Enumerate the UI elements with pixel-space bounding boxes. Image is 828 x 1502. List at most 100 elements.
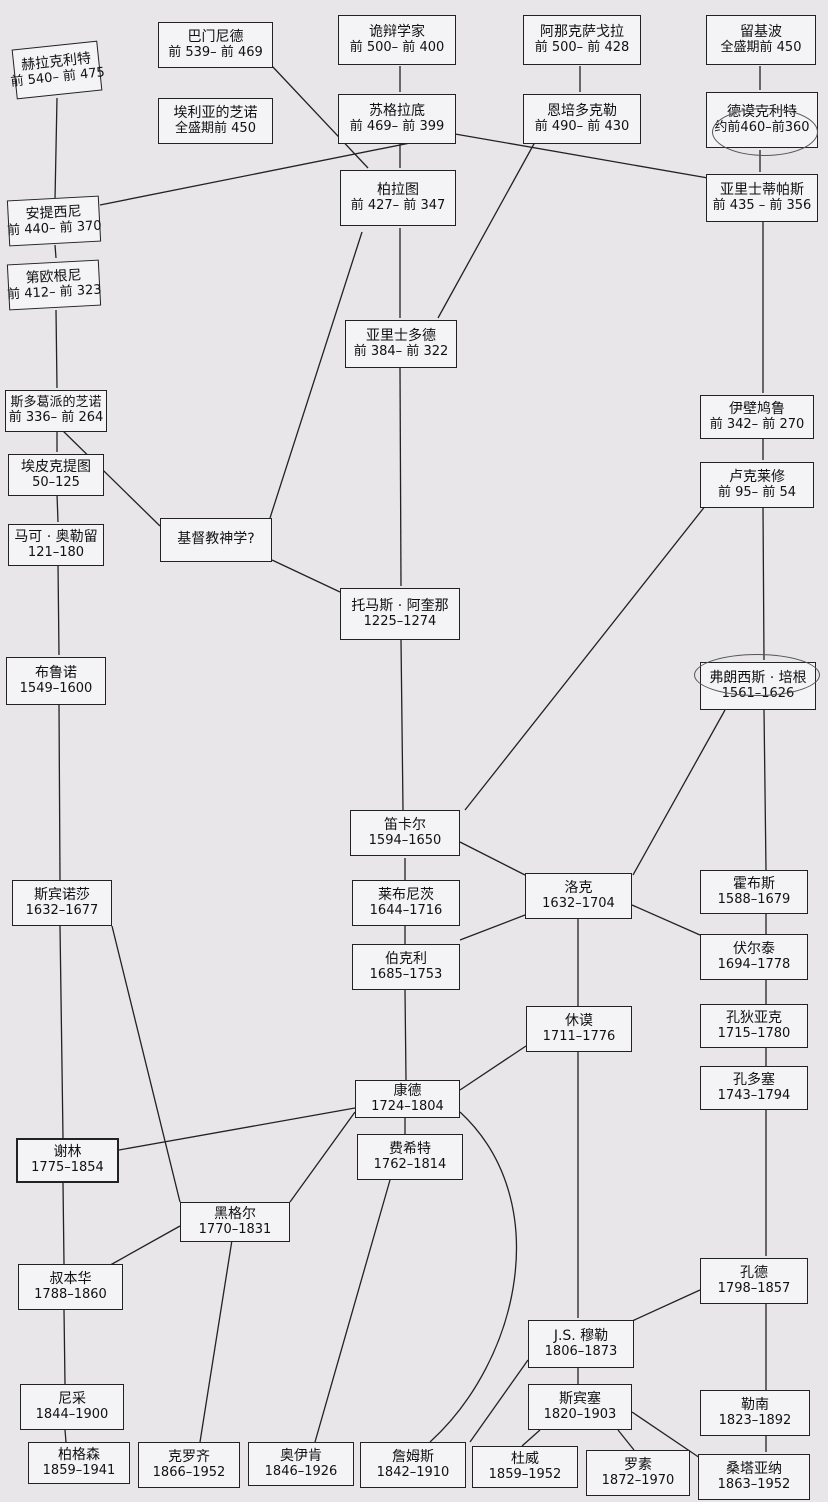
node-name: 埃皮克提图 [21, 458, 91, 475]
node-name: 布鲁诺 [35, 664, 77, 681]
edge [763, 709, 767, 871]
node-kant: 康德 1724–1804 [355, 1080, 460, 1118]
edge [271, 65, 369, 169]
node-aristotle: 亚里士多德 前 384– 前 322 [345, 320, 457, 368]
edge [399, 367, 402, 587]
edge [314, 1179, 391, 1443]
edge [199, 1239, 233, 1443]
edge [632, 709, 726, 876]
node-condillac: 孔狄亚克 1715–1780 [700, 1004, 808, 1048]
node-name: 阿那克萨戈拉 [540, 23, 624, 40]
node-dates: 1225–1274 [363, 613, 437, 629]
node-epictetus: 埃皮克提图 50–125 [8, 454, 104, 496]
node-bacon: 弗朗西斯 · 培根 1561–1626 [700, 662, 816, 710]
node-dates: 1842–1910 [376, 1464, 450, 1480]
edge [629, 1289, 701, 1323]
node-name: 康德 [393, 1082, 422, 1099]
node-name: 勒南 [741, 1396, 769, 1413]
edge [404, 989, 407, 1081]
node-name: 斯多葛派的芝诺 [10, 395, 102, 411]
node-spencer: 斯宾塞 1820–1903 [528, 1384, 632, 1430]
edge [459, 914, 526, 941]
node-dates: 121–180 [27, 544, 85, 560]
edge [58, 704, 61, 881]
node-name: 谢林 [53, 1144, 82, 1161]
node-hegel: 黑格尔 1770–1831 [180, 1202, 290, 1242]
node-dewey: 杜威 1859–1952 [472, 1446, 578, 1488]
node-name: 克罗齐 [168, 1448, 210, 1465]
node-dates: 50–125 [32, 474, 80, 490]
edge [269, 231, 363, 519]
node-descartes: 笛卡尔 1594–1650 [350, 810, 460, 856]
node-dates: 前 427– 前 347 [350, 197, 446, 213]
edge [99, 133, 456, 206]
edge [111, 925, 181, 1203]
node-socrates: 苏格拉底 前 469– 前 399 [338, 94, 456, 144]
node-dates: 前 336– 前 264 [8, 410, 104, 425]
node-dates: 1594–1650 [368, 832, 442, 848]
node-democritus: 德谟克利特 约前460–前360 [706, 92, 818, 148]
node-dates: 前 500– 前 428 [534, 39, 630, 55]
node-heraclitus: 赫拉克利特 前 540– 前 475 [10, 40, 106, 100]
node-dates: 1859–1952 [488, 1466, 562, 1482]
node-dates: 1743–1794 [717, 1087, 791, 1103]
node-schelling: 谢林 1775–1854 [16, 1138, 119, 1183]
node-christian-theology: 基督教神学? [160, 518, 272, 562]
edge [54, 244, 57, 259]
node-dates: 前 435 – 前 356 [712, 197, 812, 213]
edge [59, 427, 161, 527]
node-dates: 前 412– 前 323 [6, 282, 102, 303]
node-name: 柏拉图 [377, 181, 419, 198]
node-name: 苏格拉底 [369, 102, 425, 119]
node-schopenhauer: 叔本华 1788–1860 [18, 1264, 123, 1310]
node-renan: 勒南 1823–1892 [700, 1390, 810, 1436]
node-dates: 前 500– 前 400 [349, 39, 445, 55]
node-spinoza: 斯宾诺莎 1632–1677 [12, 880, 112, 926]
node-anaxagoras: 阿那克萨戈拉 前 500– 前 428 [523, 15, 641, 65]
node-dates: 前 384– 前 322 [353, 343, 449, 359]
node-name: 詹姆斯 [392, 1448, 434, 1465]
node-dates: 1863–1952 [717, 1476, 791, 1492]
edge [57, 563, 60, 656]
node-name: 斯宾塞 [559, 1390, 601, 1407]
node-comte: 孔德 1798–1857 [700, 1258, 808, 1304]
node-leibniz: 莱布尼茨 1644–1716 [352, 880, 460, 926]
node-epicurus: 伊壁鸠鲁 前 342– 前 270 [700, 395, 814, 439]
node-locke: 洛克 1632–1704 [525, 873, 632, 919]
node-name: 孔狄亚克 [726, 1009, 782, 1026]
node-dates: 1561–1626 [721, 685, 795, 701]
node-dates: 前 490– 前 430 [534, 118, 630, 134]
node-name: 费希特 [389, 1140, 431, 1157]
edge [400, 639, 404, 811]
node-name: 柏格森 [58, 1446, 100, 1463]
edge-curve [429, 1111, 518, 1443]
node-dates: 前 95– 前 54 [718, 484, 796, 500]
edge [271, 559, 341, 593]
node-dates: 1872–1970 [601, 1472, 675, 1488]
node-name: 洛克 [564, 879, 593, 896]
node-nietzsche: 尼采 1844–1900 [20, 1384, 124, 1430]
edge [631, 904, 701, 936]
node-name: 托马斯 · 阿奎那 [351, 597, 449, 614]
node-dates: 1694–1778 [717, 956, 791, 972]
node-name: 马可 · 奥勒留 [14, 528, 98, 545]
node-name: 奥伊肯 [280, 1447, 322, 1464]
node-dates: 1788–1860 [34, 1286, 107, 1302]
node-dates: 1823–1892 [718, 1412, 792, 1428]
node-name: 诡辩学家 [369, 23, 425, 40]
node-dates: 1711–1776 [542, 1028, 616, 1044]
node-dates: 全盛期前 450 [175, 120, 256, 136]
node-dates: 1820–1903 [543, 1406, 617, 1422]
node-aristippus: 亚里士蒂帕斯 前 435 – 前 356 [706, 174, 818, 222]
edge [55, 309, 58, 389]
node-eucken: 奥伊肯 1846–1926 [248, 1442, 354, 1486]
node-antisthenes: 安提西尼 前 440– 前 370 [7, 195, 102, 247]
node-aquinas: 托马斯 · 阿奎那 1225–1274 [340, 588, 460, 640]
node-leucippus: 留基波 全盛期前 450 [706, 15, 816, 65]
node-dates: 1724–1804 [371, 1098, 444, 1114]
node-zeno-stoic: 斯多葛派的芝诺 前 336– 前 264 [5, 390, 107, 432]
node-dates: 前 342– 前 270 [709, 416, 805, 432]
node-name: 伏尔泰 [733, 940, 775, 957]
node-hobbes: 霍布斯 1588–1679 [700, 870, 808, 914]
node-plato: 柏拉图 前 427– 前 347 [340, 170, 456, 226]
